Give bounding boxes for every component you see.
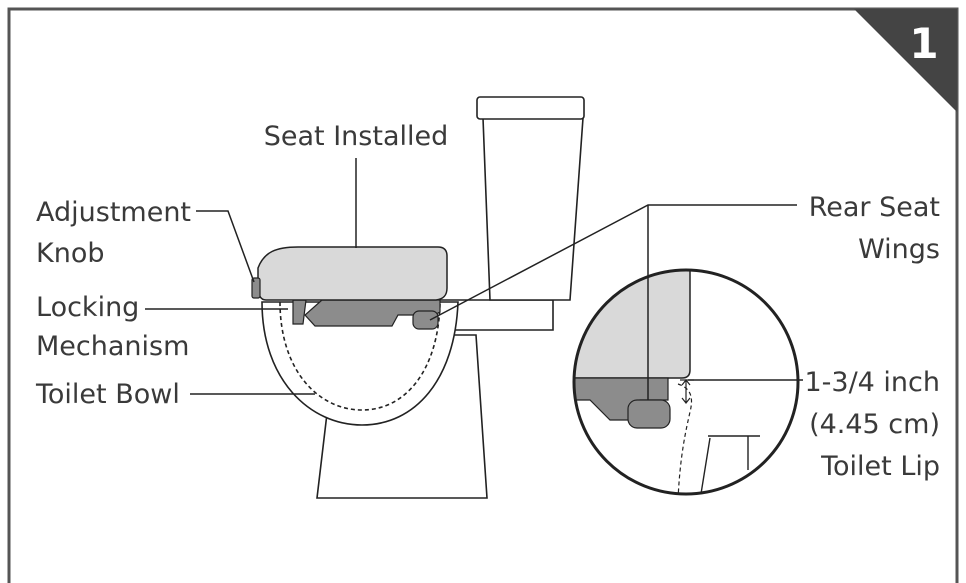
diagram-frame <box>7 7 959 583</box>
label-rear-seat-wings-line1: Rear Seat <box>809 192 940 223</box>
seat-mechanism <box>292 299 441 330</box>
label-locking-mechanism-line2: Mechanism <box>36 331 189 362</box>
toilet-tank <box>482 117 584 301</box>
detail-circle-outline <box>572 268 800 496</box>
measurement-arrow <box>681 379 691 404</box>
step-badge <box>854 9 957 112</box>
label-locking-mechanism-line1: Locking <box>36 292 139 323</box>
installed-seat <box>257 246 448 301</box>
toilet-tank-lid <box>476 96 585 120</box>
detail-rear-seat-wing <box>627 399 671 429</box>
detail-bowl-rim-dashed <box>677 383 693 494</box>
label-adjustment-knob-line2: Knob <box>36 238 104 269</box>
adjustment-knob <box>251 277 261 299</box>
seat-base-plate <box>304 299 441 327</box>
label-measurement-line3: Toilet Lip <box>820 451 940 482</box>
toilet-pedestal <box>316 334 488 499</box>
label-adjustment-knob-line1: Adjustment <box>36 197 191 228</box>
label-rear-seat-wings-line2: Wings <box>858 234 940 265</box>
step-number: 1 <box>909 19 938 68</box>
label-measurement-line1: 1-3/4 inch <box>804 367 940 398</box>
label-toilet-bowl: Toilet Bowl <box>35 379 180 410</box>
label-seat-installed: Seat Installed <box>264 121 449 152</box>
detail-seat <box>574 270 691 379</box>
leader-lines <box>145 158 803 400</box>
detail-deck-lines <box>699 435 760 494</box>
detail-magnifier <box>572 268 800 496</box>
rear-seat-wing <box>412 310 439 330</box>
locking-mechanism-arm <box>292 299 307 325</box>
leader-adjustment-knob <box>196 210 255 283</box>
label-measurement-line2: (4.45 cm) <box>809 409 940 440</box>
